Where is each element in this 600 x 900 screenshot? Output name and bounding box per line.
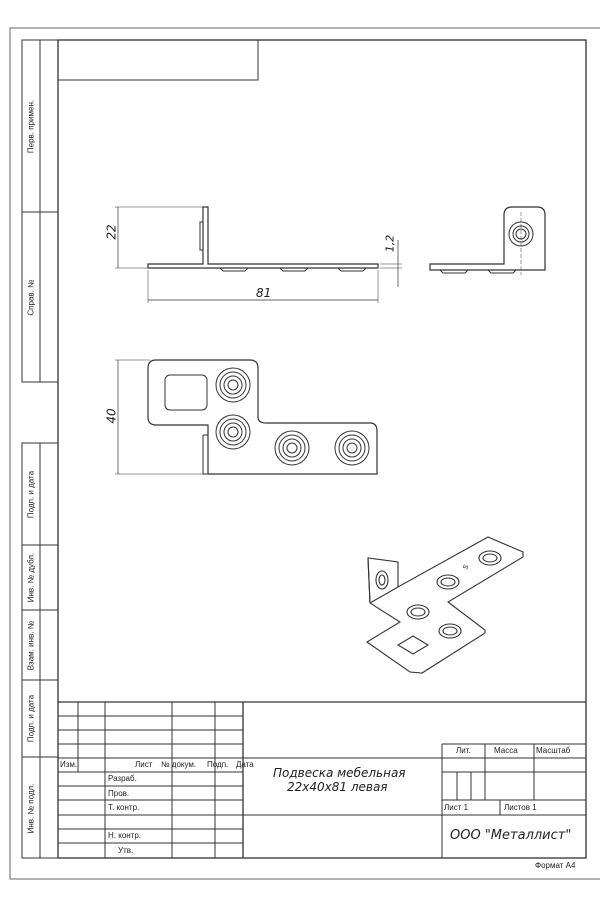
hole (215, 367, 251, 403)
hole (274, 430, 310, 466)
title-block-grid (58, 701, 586, 858)
dim-length: 81 (256, 286, 272, 300)
role-tech-control: Т. контр. (108, 803, 140, 812)
lit-label: Лит. (456, 746, 471, 755)
role-approved: Утв. (118, 846, 134, 855)
mass-label: Масса (494, 746, 518, 755)
scale-label: Масштаб (536, 746, 571, 755)
role-norm-control: Н. контр. (108, 831, 142, 840)
strip-label: Подп. и дата (26, 470, 36, 519)
sheets-total: Листов 1 (504, 803, 537, 812)
hole (215, 414, 251, 450)
strip-label: Взам. инв. № (26, 620, 36, 671)
side-strip-grid (21, 39, 59, 859)
part-name: Подвеска мебельная (273, 766, 406, 780)
header-sign: Подп. (207, 760, 229, 769)
front-view (115, 206, 402, 303)
format-label: Формат А4 (535, 861, 576, 870)
top-stamp-box (57, 39, 259, 81)
role-checker: Пров. (108, 789, 130, 798)
strip-label: Справ. № (26, 279, 36, 316)
strip-label: Инв. № дубл. (26, 552, 36, 603)
dim-height: 22 (104, 224, 119, 240)
side-view (429, 206, 546, 275)
sheet-edge (9, 27, 600, 880)
role-developer: Разраб. (108, 774, 137, 783)
dim-thickness: 1,2 (383, 234, 397, 253)
dim-width: 40 (104, 408, 119, 424)
header-date: Дата (236, 760, 254, 769)
strip-label: Подп. и дата (26, 694, 36, 743)
strip-label: Перв. примен. (26, 99, 36, 154)
header-list: Лист (135, 760, 153, 769)
top-view (115, 359, 378, 475)
part-size: 22х40х81 левая (287, 780, 388, 794)
header-doc: № докум. (161, 760, 197, 769)
strip-label: Инв. № подл. (26, 783, 36, 834)
isometric-view (365, 536, 524, 674)
hole (334, 430, 370, 466)
sheet-number: Лист 1 (444, 803, 469, 812)
company-name: ООО "Металлист" (450, 828, 572, 843)
header-izm: Изм. (60, 760, 78, 769)
frame (57, 39, 587, 859)
